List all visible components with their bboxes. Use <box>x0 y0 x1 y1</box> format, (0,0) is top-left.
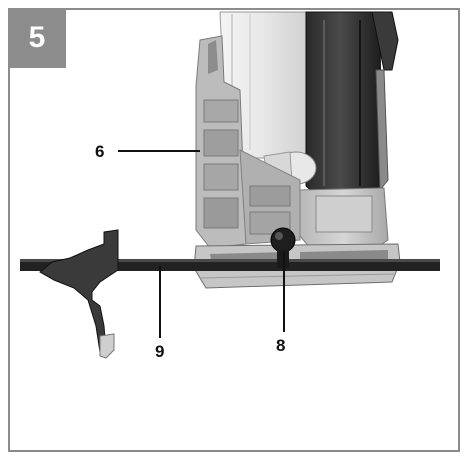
callout-label-8: 8 <box>276 336 286 355</box>
figure-number-badge: 5 <box>8 8 66 68</box>
motor-housing <box>305 11 383 197</box>
callout-label-9: 9 <box>155 342 165 361</box>
callout-label-6: 6 <box>95 142 105 161</box>
locking-knob <box>270 227 296 253</box>
parallel-guide-fence <box>39 229 119 353</box>
